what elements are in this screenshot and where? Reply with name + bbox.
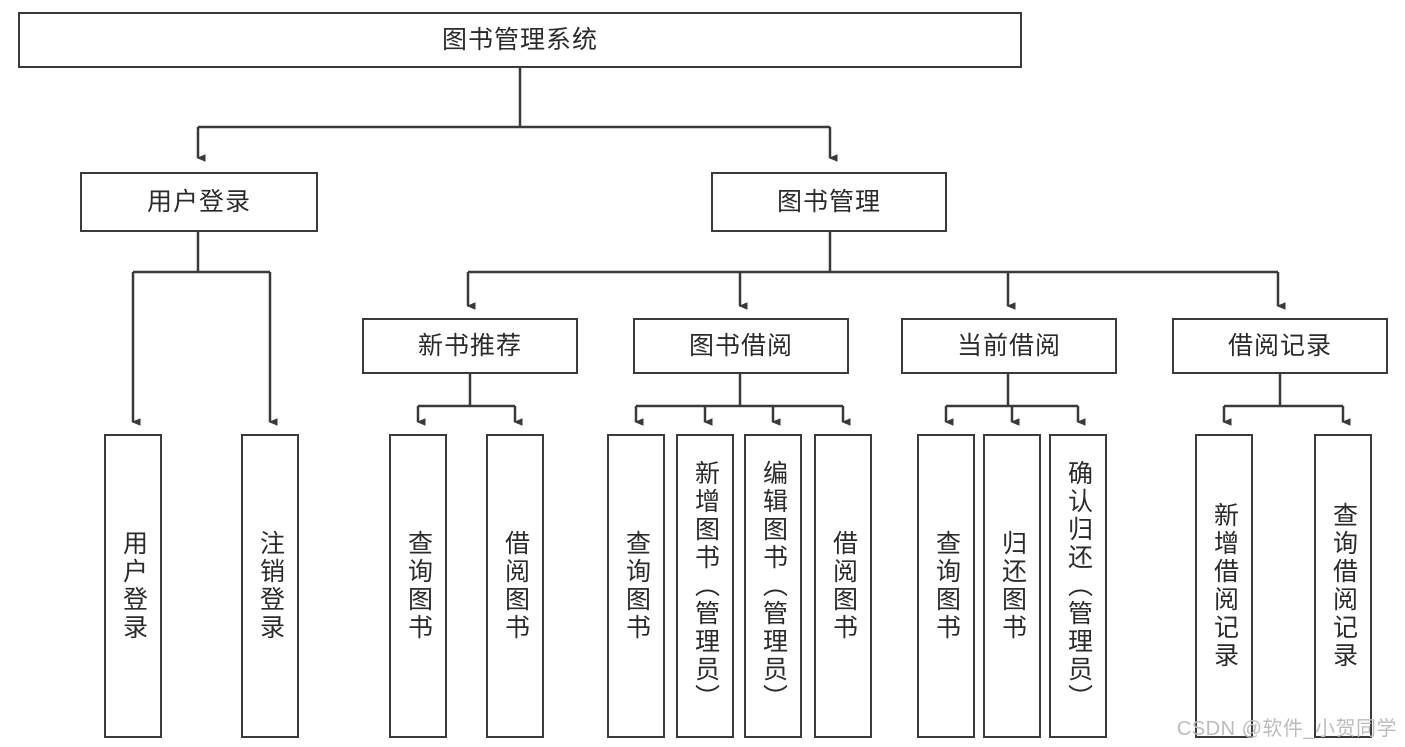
- leaf-query-borrow-record[interactable]: 查询借阅记录: [1314, 434, 1372, 738]
- node-label: 编辑图书（管理员）: [759, 460, 788, 712]
- node-label: 查询图书: [622, 530, 651, 642]
- node-root-system[interactable]: 图书管理系统: [18, 12, 1022, 68]
- node-label: 图书管理系统: [441, 25, 598, 54]
- node-label: 查询图书: [404, 530, 433, 642]
- leaf-query-book-current[interactable]: 查询图书: [917, 434, 975, 738]
- node-label: 当前借阅: [956, 331, 1061, 360]
- leaf-borrow-book[interactable]: 借阅图书: [814, 434, 872, 738]
- node-label: 用户登录: [119, 530, 148, 642]
- node-user-login[interactable]: 用户登录: [80, 172, 318, 232]
- leaf-add-book-admin[interactable]: 新增图书（管理员）: [676, 434, 734, 738]
- node-label: 归还图书: [998, 530, 1027, 642]
- node-label: 用户登录: [146, 187, 251, 216]
- leaf-return-book[interactable]: 归还图书: [983, 434, 1041, 738]
- leaf-query-book-newbook[interactable]: 查询图书: [389, 434, 447, 738]
- leaf-user-login[interactable]: 用户登录: [104, 434, 162, 738]
- node-new-book-recommend[interactable]: 新书推荐: [362, 318, 578, 374]
- node-label: 查询借阅记录: [1329, 502, 1358, 670]
- leaf-add-borrow-record[interactable]: 新增借阅记录: [1195, 434, 1253, 738]
- node-label: 借阅图书: [829, 530, 858, 642]
- node-label: 借阅图书: [501, 530, 530, 642]
- node-label: 新增图书（管理员）: [691, 460, 720, 712]
- node-label: 借阅记录: [1227, 331, 1332, 360]
- leaf-query-book-borrow[interactable]: 查询图书: [607, 434, 665, 738]
- leaf-confirm-return-admin[interactable]: 确认归还（管理员）: [1049, 434, 1107, 738]
- node-label: 图书管理: [776, 187, 881, 216]
- node-book-management[interactable]: 图书管理: [711, 172, 947, 232]
- node-label: 图书借阅: [688, 331, 793, 360]
- node-book-borrow[interactable]: 图书借阅: [633, 318, 849, 374]
- node-current-borrow[interactable]: 当前借阅: [901, 318, 1117, 374]
- node-label: 新书推荐: [417, 331, 522, 360]
- csdn-watermark: CSDN @软件_小贺同学: [1176, 718, 1397, 740]
- leaf-logout-login[interactable]: 注销登录: [241, 434, 299, 738]
- leaf-borrow-book-newbook[interactable]: 借阅图书: [486, 434, 544, 738]
- node-label: 查询图书: [932, 530, 961, 642]
- leaf-edit-book-admin[interactable]: 编辑图书（管理员）: [744, 434, 802, 738]
- node-label: 确认归还（管理员）: [1064, 460, 1093, 712]
- node-borrow-records[interactable]: 借阅记录: [1172, 318, 1388, 374]
- node-label: 新增借阅记录: [1210, 502, 1239, 670]
- node-label: 注销登录: [256, 530, 285, 642]
